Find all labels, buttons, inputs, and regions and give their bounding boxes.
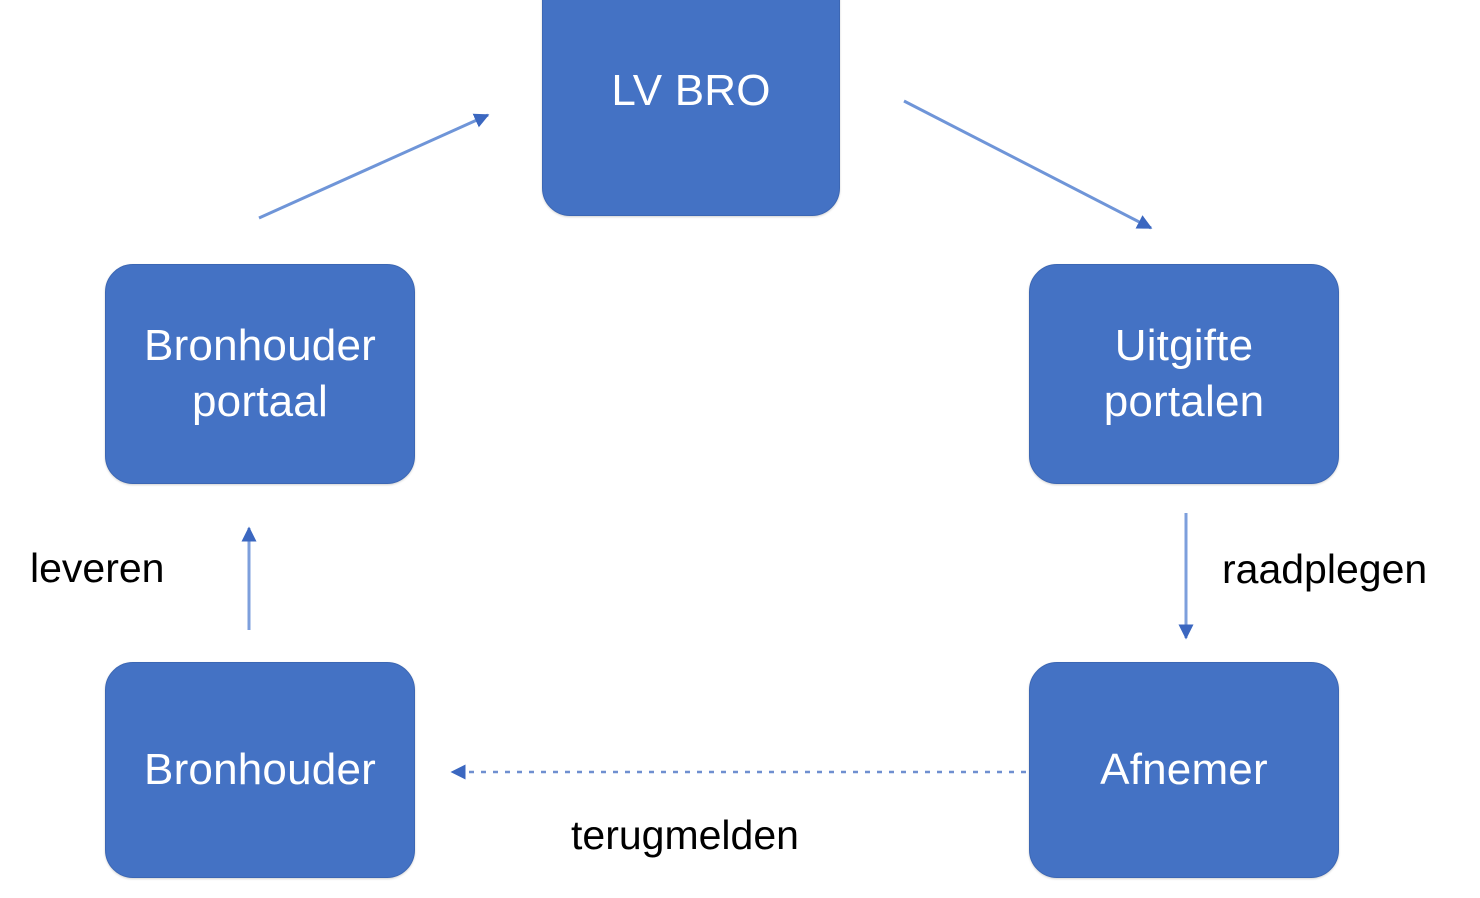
node-bronhouder-portaal[interactable]: Bronhouder portaal	[105, 264, 415, 484]
node-lv-bro-label: LV BRO	[611, 65, 771, 115]
edge-label-leveren: leveren	[30, 545, 165, 591]
node-bronhouder-label: Bronhouder	[144, 744, 376, 794]
node-bronhouder-portaal-label: Bronhouder portaal	[144, 320, 376, 426]
edge-label-terugmelden: terugmelden	[571, 812, 799, 858]
edge-bronhouder-portaal-to-lv-bro	[258, 113, 490, 220]
node-uitgifte-portalen[interactable]: Uitgifte portalen	[1029, 264, 1339, 484]
edge-label-raadplegen: raadplegen	[1222, 546, 1428, 592]
node-afnemer-label: Afnemer	[1100, 744, 1268, 794]
edge-lv-bro-to-uitgifte-portalen	[903, 99, 1153, 230]
node-afnemer[interactable]: Afnemer	[1029, 662, 1339, 878]
node-uitgifte-portalen-label: Uitgifte portalen	[1103, 320, 1265, 426]
node-bronhouder[interactable]: Bronhouder	[105, 662, 415, 878]
node-lv-bro[interactable]: LV BRO	[542, 0, 840, 216]
